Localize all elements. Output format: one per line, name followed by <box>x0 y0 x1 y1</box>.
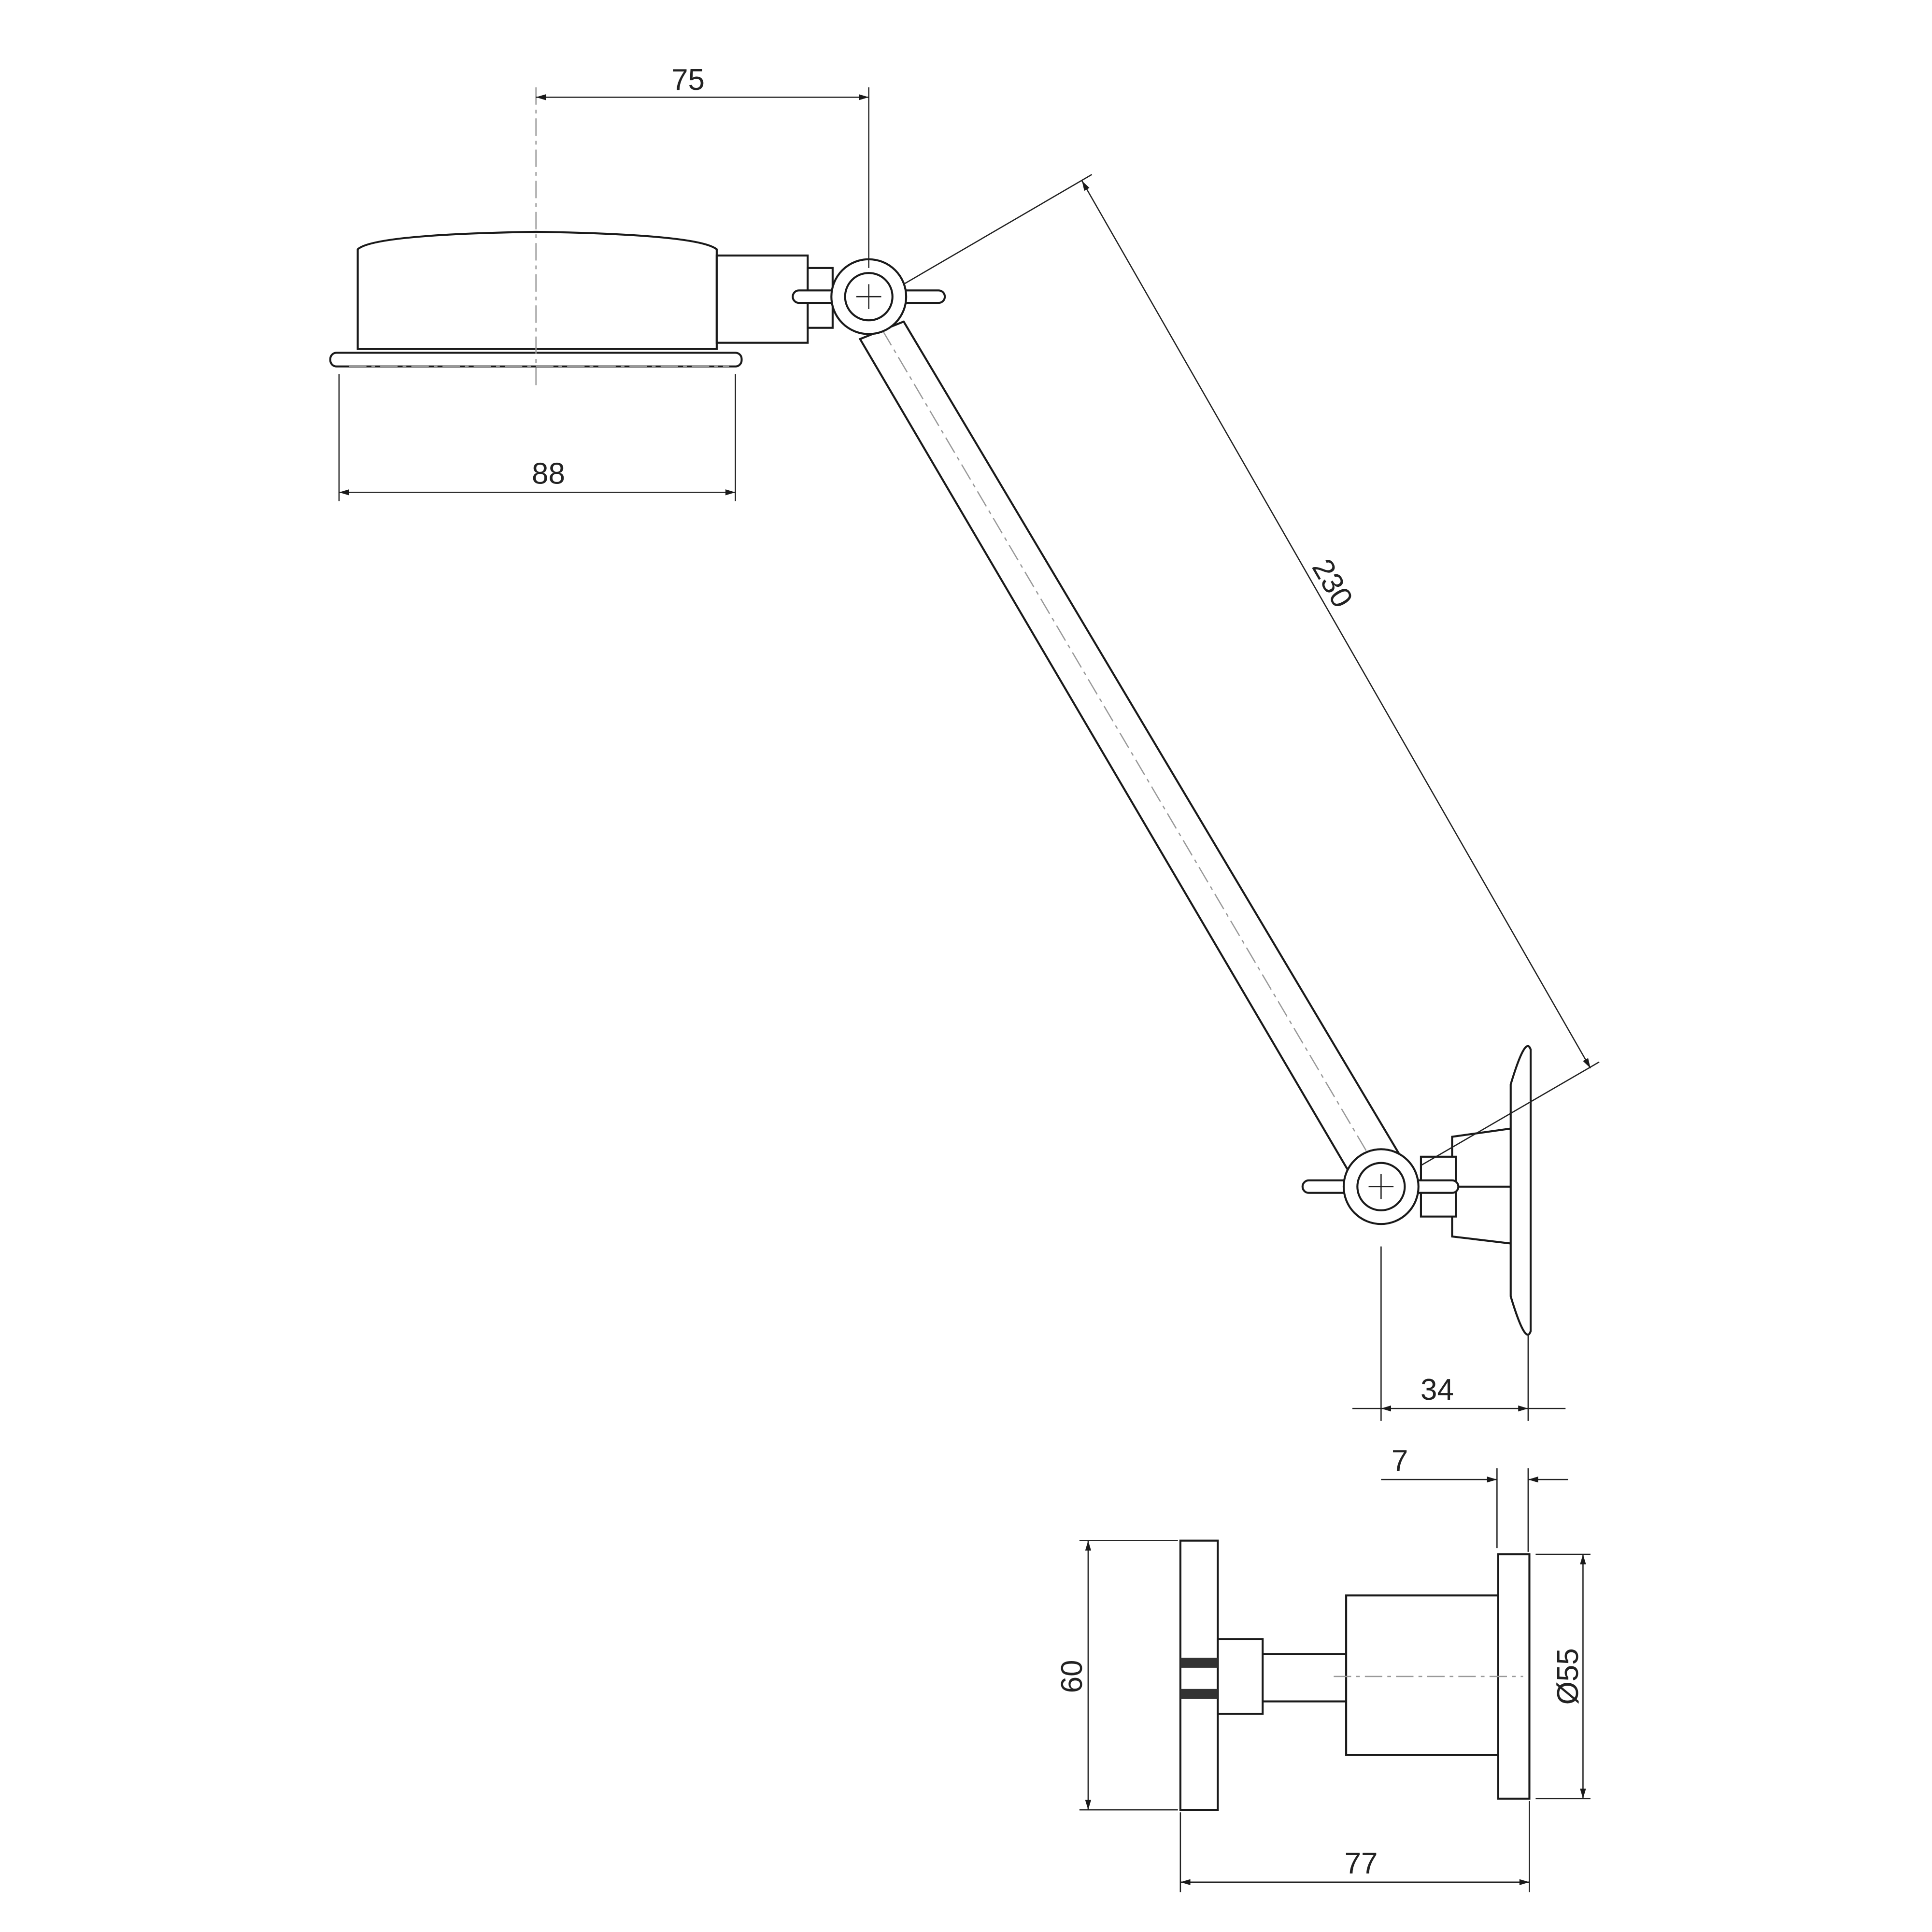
lower-swivel-joint <box>1301 1148 1460 1225</box>
dimension-label-60: 60 <box>1055 1660 1089 1693</box>
wall-mount <box>1420 1045 1532 1336</box>
dimension-wall-projection: 34 <box>1352 1246 1566 1421</box>
dimension-head-offset: 75 <box>535 63 869 389</box>
dimension-plate-thickness: 7 <box>1381 1444 1568 1552</box>
dimension-label-77: 77 <box>1345 1847 1378 1880</box>
dimension-label-diameter-55: Ø55 <box>1551 1648 1585 1705</box>
rosette-side-view <box>1179 1539 1531 1811</box>
shower-head <box>329 230 834 368</box>
shower-arm <box>858 320 1404 1186</box>
dimension-label-88: 88 <box>532 457 565 490</box>
dimension-label-34: 34 <box>1421 1373 1454 1406</box>
dimension-label-230: 230 <box>1306 554 1359 613</box>
upper-swivel-joint <box>792 258 946 335</box>
dimension-label-7: 7 <box>1392 1444 1408 1477</box>
dimension-total-depth: 77 <box>1179 1801 1530 1892</box>
dimension-head-diameter: 88 <box>338 374 736 501</box>
dimension-arm-length: 230 <box>903 174 1600 1166</box>
dimension-rosette-diameter: Ø55 <box>1535 1553 1591 1800</box>
dimension-label-75: 75 <box>671 63 705 97</box>
dimension-flange-height: 60 <box>1055 1540 1178 1811</box>
